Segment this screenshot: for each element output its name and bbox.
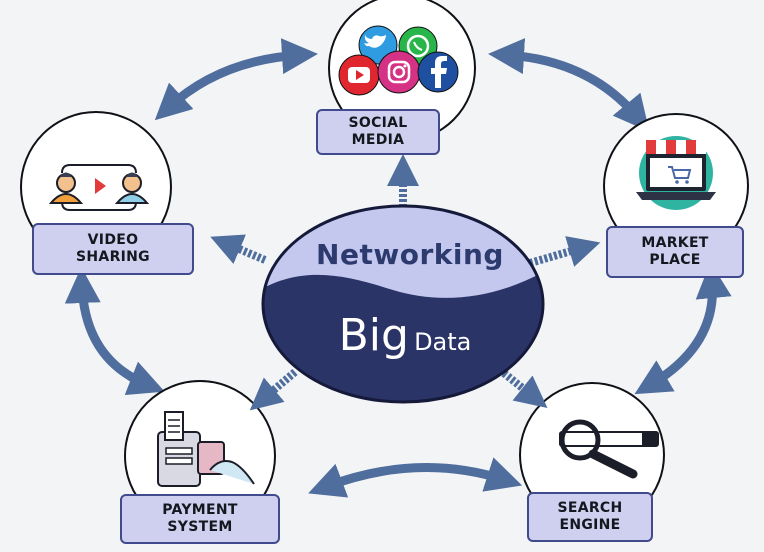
node-label-market-place: MARKET PLACE (606, 226, 744, 278)
social-media-line1: SOCIAL (348, 115, 408, 131)
card-terminal-icon (157, 411, 255, 487)
arrow-market-search (634, 262, 732, 395)
center-small-text: Data (414, 328, 472, 356)
center-title-big-data: Big Data (300, 310, 510, 361)
payment-system-line1: PAYMENT (162, 502, 238, 518)
market-place-line2: PLACE (649, 252, 701, 268)
arrow-video-payment (64, 267, 165, 396)
users-video-icon (48, 164, 150, 211)
storefront-laptop-icon (636, 136, 716, 210)
arrow-social-market (488, 38, 650, 132)
cycle-arrows (64, 38, 732, 498)
node-label-payment-system: PAYMENT SYSTEM (120, 494, 280, 544)
center-hub (261, 204, 545, 404)
radial-arrow-market (528, 236, 601, 267)
arrow-social-video (154, 38, 318, 121)
node-label-social-media: SOCIAL MEDIA (316, 109, 440, 155)
youtube-icon (338, 54, 380, 96)
video-sharing-line2: SHARING (76, 249, 150, 265)
radial-arrow-search (497, 366, 548, 408)
market-place-line1: MARKET (641, 235, 709, 251)
instagram-icon (377, 50, 421, 94)
search-engine-line1: SEARCH (557, 500, 623, 516)
radial-arrows (210, 154, 601, 411)
search-engine-line2: ENGINE (559, 517, 621, 533)
center-title-networking: Networking (316, 238, 504, 271)
video-sharing-line1: VIDEO (87, 232, 139, 248)
arrow-search-payment (308, 457, 523, 498)
radial-arrow-payment (249, 368, 298, 411)
social-media-line2: MEDIA (351, 132, 405, 148)
center-big-text: Big (338, 310, 409, 361)
magnifier-searchbar-icon (559, 419, 659, 479)
node-label-video-sharing: VIDEO SHARING (32, 223, 194, 275)
node-label-search-engine: SEARCH ENGINE (527, 492, 653, 542)
radial-arrow-video (210, 234, 267, 264)
payment-system-line2: SYSTEM (167, 519, 233, 535)
social-media-icons (338, 25, 459, 96)
facebook-icon (417, 51, 459, 93)
